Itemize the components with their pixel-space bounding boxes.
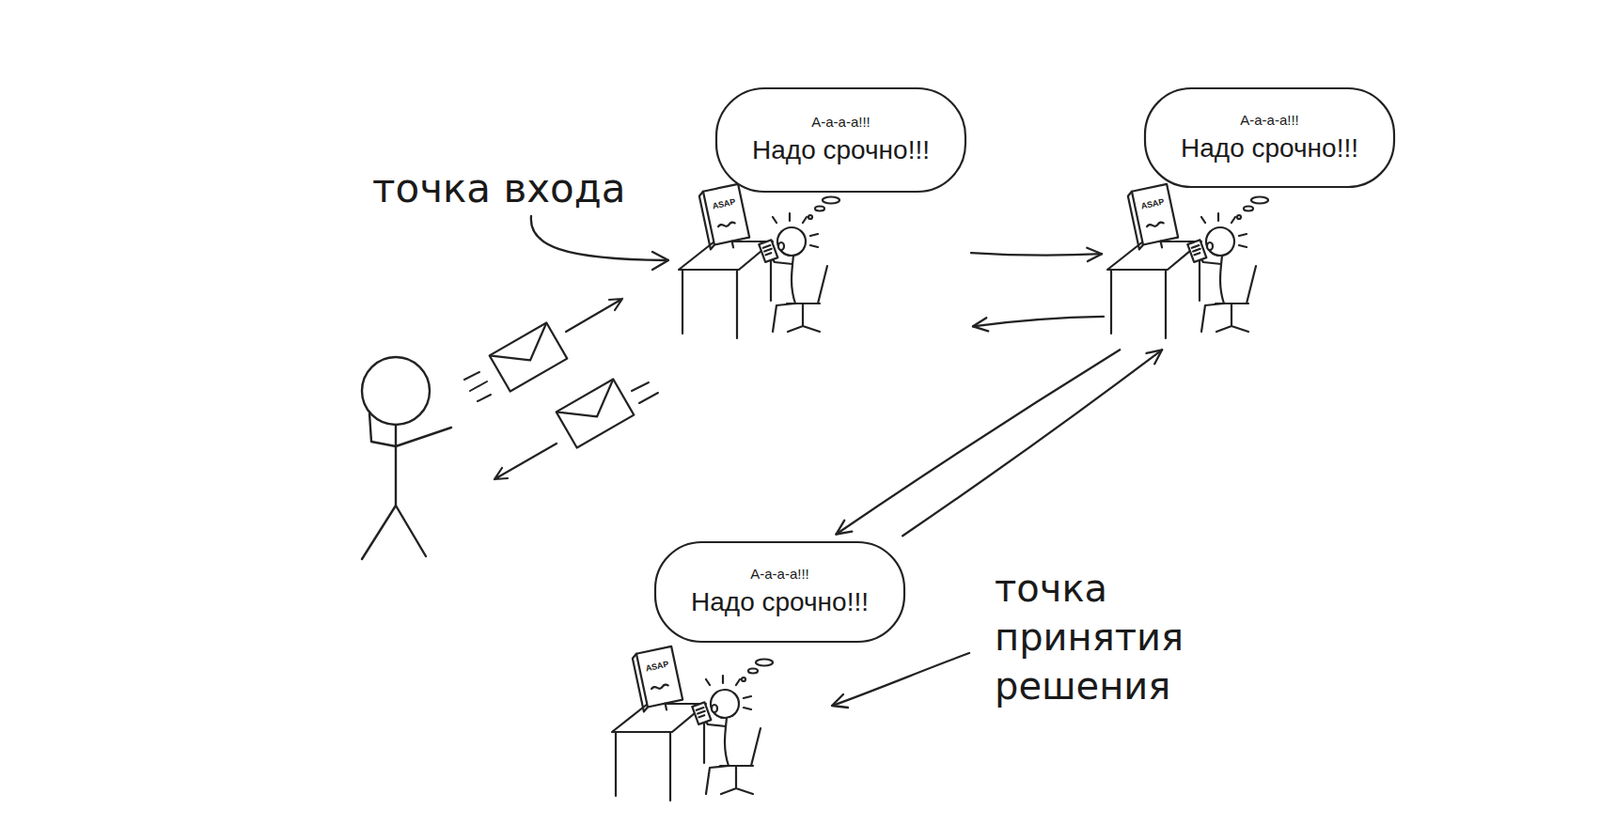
flow-arrow [836, 349, 1121, 534]
arrow-head [1086, 248, 1102, 262]
urgent-text: Надо срочно!!! [690, 586, 869, 619]
worker-at-desk [611, 646, 773, 801]
speech-bubble: А-а-а-а!!! Надо срочно!!! [714, 86, 968, 194]
callout-label: точка принятия решения [994, 564, 1230, 711]
envelope [556, 378, 635, 448]
worker-at-desk [678, 184, 840, 339]
arrow-head [836, 520, 853, 535]
envelope [556, 378, 627, 434]
arrow-head [1146, 349, 1163, 364]
speed-lines [464, 372, 491, 402]
envelope [556, 378, 635, 448]
bubble-outline [655, 542, 905, 643]
urgent-text: Надо срочно!!! [752, 134, 930, 167]
worker-node: А-а-а-а!!! Надо срочно!!! [678, 86, 968, 348]
leader-arrow [831, 694, 848, 708]
motion-arrow [565, 298, 623, 332]
speech-bubble: А-а-а-а!!! Надо срочно!!! [1143, 86, 1397, 189]
exclamation-text: А-а-а-а!!! [750, 565, 810, 583]
bubble-outline [1145, 88, 1395, 188]
stick-figure [395, 427, 452, 447]
bubble-outline [716, 88, 966, 192]
motion-arrow [494, 443, 557, 480]
urgent-text: Надо срочно!!! [1180, 132, 1359, 165]
flow-arrow [972, 316, 1104, 327]
speed-lines [464, 372, 659, 404]
leader-arrow [531, 216, 669, 270]
worker-node: А-а-а-а!!! Надо срочно!!! [1107, 86, 1397, 348]
stick-figure [361, 357, 430, 425]
leader-arrow [652, 251, 669, 270]
speech-bubble: А-а-а-а!!! Надо срочно!!! [653, 540, 907, 644]
flow-arrow [971, 248, 1102, 262]
envelope [489, 322, 568, 392]
flow-arrow [902, 349, 1162, 536]
motion-arrow [494, 298, 623, 480]
flow-arrow [972, 316, 1104, 332]
worker-at-desk [1107, 184, 1269, 339]
bubble-text: А-а-а-а!!! Надо срочно!!! [1143, 86, 1397, 189]
envelope [489, 322, 568, 392]
bubble-text: А-а-а-а!!! Надо срочно!!! [714, 86, 968, 194]
worker-node: А-а-а-а!!! Надо срочно!!! [611, 540, 907, 811]
leader-arrow [831, 653, 970, 708]
leader-arrow [531, 216, 666, 261]
flow-arrow [836, 349, 1121, 534]
envelope [489, 322, 560, 377]
stick-figure [369, 413, 396, 447]
stick-figure [361, 357, 452, 560]
callout-label: точка входа [372, 165, 627, 213]
bubble-text: А-а-а-а!!! Надо срочно!!! [653, 540, 907, 644]
exclamation-text: А-а-а-а!!! [1239, 111, 1300, 129]
exclamation-text: А-а-а-а!!! [811, 113, 871, 131]
flow-arrow [902, 349, 1162, 536]
stick-figure [361, 505, 426, 560]
leader-arrow [834, 653, 970, 706]
stick-figure [394, 424, 397, 506]
arrow-head [972, 317, 989, 331]
flow-arrow [971, 252, 1102, 256]
speed-lines [631, 382, 659, 404]
